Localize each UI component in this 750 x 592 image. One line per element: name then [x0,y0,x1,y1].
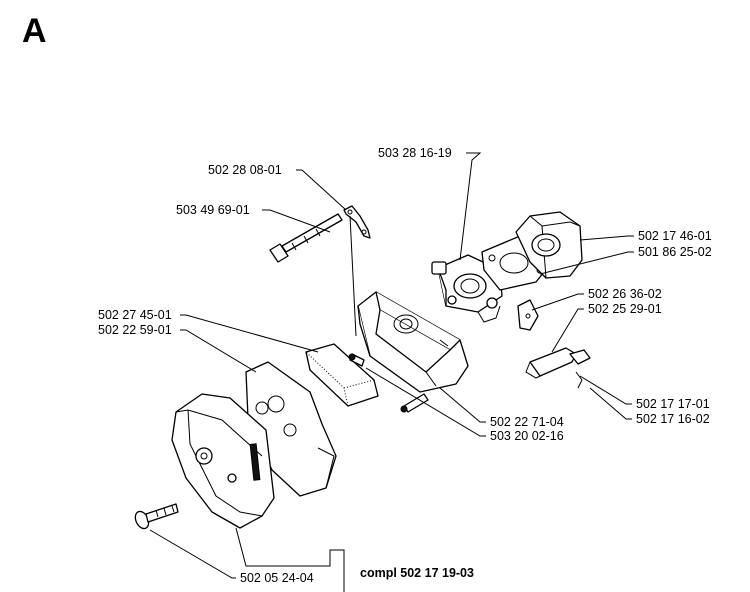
label-lever-upper: 502 17 17-01 [636,397,710,411]
label-carburetor: 503 28 16-19 [378,146,452,160]
label-bracket: 502 28 08-01 [208,163,282,177]
label-filter-pad: 502 22 59-01 [98,323,172,337]
label-screw-holder: 502 22 71-04 [490,415,564,429]
foam-filter-drawing [305,343,379,407]
label-cover-knob: 502 05 24-04 [240,571,314,585]
label-intake-adapter: 502 17 46-01 [638,229,712,243]
label-filter-foam: 502 27 45-01 [98,308,172,322]
label-bolt: 503 49 69-01 [176,203,250,217]
label-gasket: 501 86 25-02 [638,245,712,259]
filter-holder-drawing [357,291,469,393]
label-lever-lower: 502 17 16-02 [636,412,710,426]
section-letter: A [22,12,47,50]
label-plate-upper: 502 26 36-02 [588,287,662,301]
small-screw-drawing [400,393,429,413]
bolt-drawing [269,213,343,263]
choke-lever-drawing [525,347,591,389]
leader-lines [149,152,634,592]
label-plate-lower: 502 25 29-01 [588,302,662,316]
label-screw-small: 503 20 02-16 [490,429,564,443]
label-complete-assembly: compl 502 17 19-03 [360,566,474,580]
choke-plate-drawing [517,299,539,331]
intake-adapter-drawing [515,211,583,279]
cover-knob-drawing [134,503,179,530]
bracket-drawing [343,205,371,239]
holder-screw-drawing [348,353,365,367]
filter-cover-drawing [171,393,275,529]
